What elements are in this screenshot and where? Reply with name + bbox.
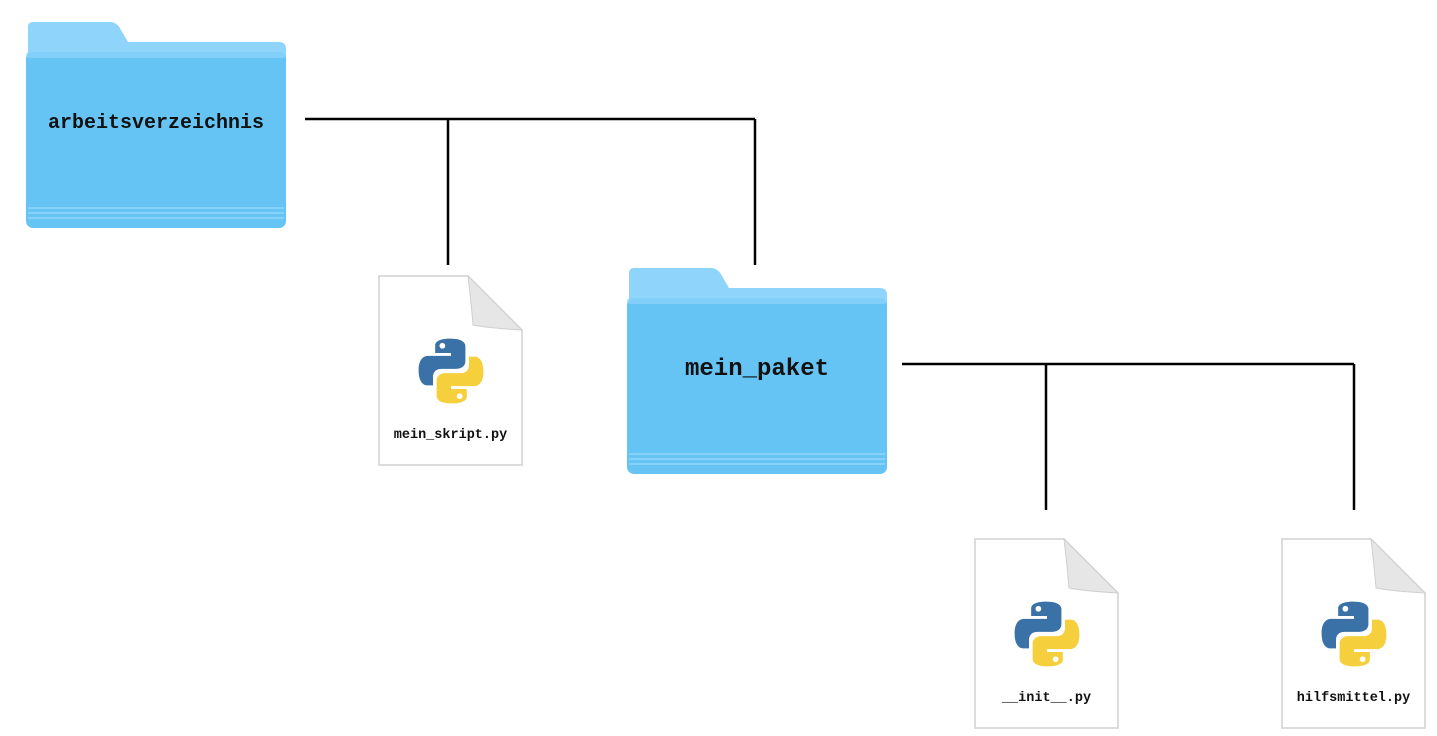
file-hilfsmittel[interactable]: hilfsmittel.py	[1281, 538, 1426, 729]
file-mein-skript[interactable]: mein_skript.py	[378, 275, 523, 466]
file-label-hilfsmittel: hilfsmittel.py	[1296, 691, 1411, 706]
python-logo-icon	[1321, 601, 1387, 667]
file-label-init: __init__.py	[1001, 691, 1092, 706]
folder-mein-paket[interactable]: mein_paket	[626, 268, 888, 474]
python-logo-icon	[1014, 601, 1080, 667]
python-logo-icon	[418, 338, 484, 404]
folder-icon	[26, 22, 286, 228]
connector-root-to-children	[305, 117, 757, 265]
connector-package-to-children	[902, 362, 1356, 510]
file-init[interactable]: __init__.py	[974, 538, 1119, 729]
folder-arbeitsverzeichnis[interactable]: arbeitsverzeichnis	[25, 22, 287, 228]
file-label-mein-skript: mein_skript.py	[393, 428, 508, 443]
folder-label-mein-paket: mein_paket	[684, 356, 830, 383]
folder-label-arbeitsverzeichnis: arbeitsverzeichnis	[47, 112, 265, 135]
file-page-icon	[974, 538, 1119, 729]
file-page-icon	[1281, 538, 1426, 729]
folder-icon	[627, 268, 887, 474]
file-page-icon	[378, 275, 523, 466]
